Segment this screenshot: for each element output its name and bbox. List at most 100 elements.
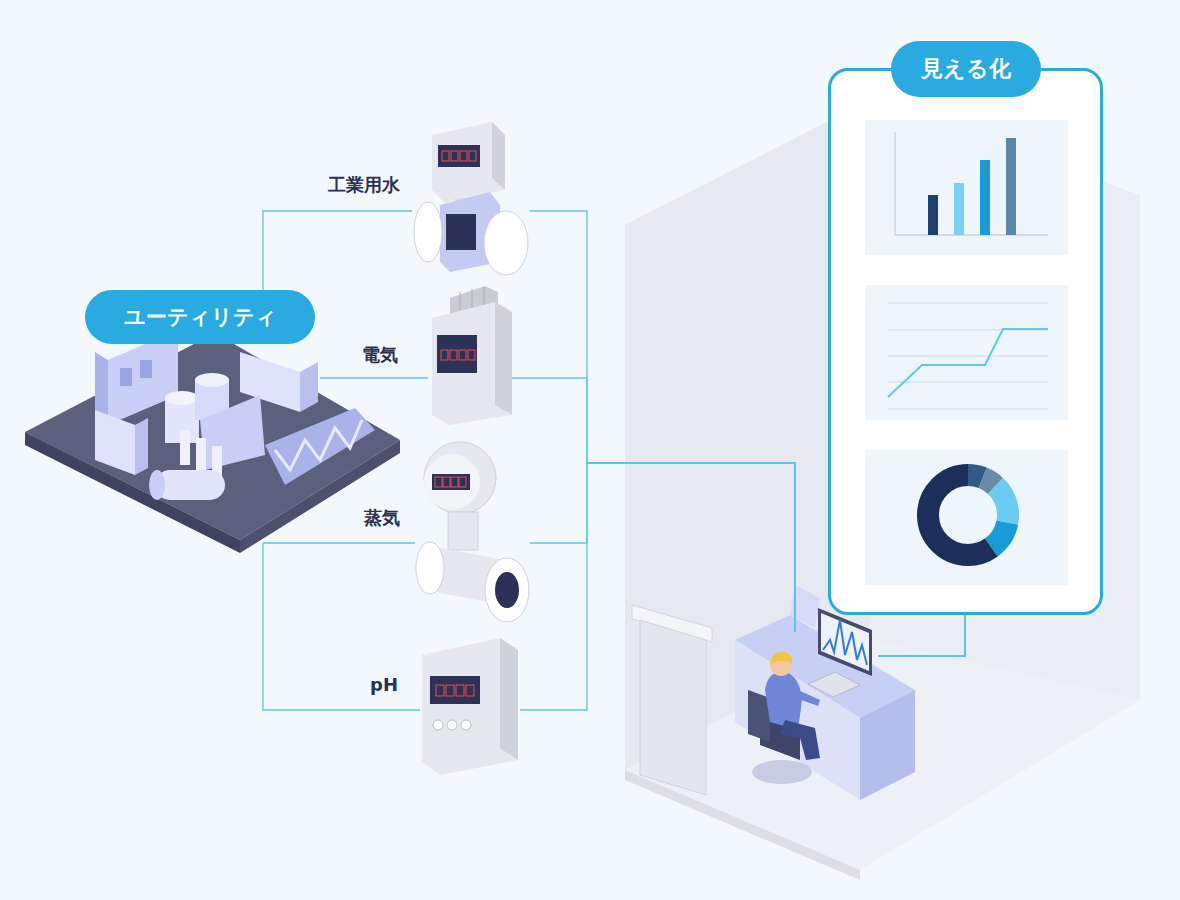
utility-plant-part bbox=[165, 391, 199, 405]
steam-meter-illustration-part bbox=[451, 477, 458, 487]
connector-line bbox=[530, 463, 965, 656]
ph-meter-illustration-part bbox=[436, 685, 444, 696]
dashboard-panel-part bbox=[928, 475, 1008, 555]
water-meter-illustration-part bbox=[484, 211, 528, 275]
dashboard-panel-part bbox=[1006, 138, 1016, 235]
desk-part bbox=[860, 690, 915, 800]
operator-part bbox=[752, 760, 812, 784]
water-meter-illustration-part bbox=[432, 122, 505, 203]
steam-meter-illustration-part bbox=[416, 542, 444, 594]
dashboard-panel-part bbox=[928, 475, 1008, 555]
ph-meter-illustration-part bbox=[422, 638, 518, 775]
water-meter-illustration-part bbox=[460, 151, 467, 161]
water-meter-illustration-part bbox=[446, 214, 476, 250]
utility-plant-part bbox=[95, 410, 135, 475]
power-meter-illustration-part bbox=[450, 350, 457, 360]
dashboard-panel-part bbox=[954, 183, 964, 235]
utility-plant-part bbox=[120, 368, 132, 386]
water-meter-illustration bbox=[414, 122, 528, 275]
monitor bbox=[808, 608, 872, 697]
utility-plant bbox=[25, 330, 400, 553]
power-meter-illustration-part bbox=[468, 350, 475, 360]
dashboard-panel-part bbox=[828, 68, 1103, 615]
meter-label: 蒸気 bbox=[364, 505, 400, 531]
room-part bbox=[625, 770, 860, 880]
water-meter-illustration-part bbox=[442, 151, 449, 161]
dashboard-panel-part bbox=[928, 475, 1008, 555]
dashboard-panel-part bbox=[865, 120, 1068, 255]
connector-line bbox=[263, 211, 412, 290]
ph-meter-illustration-part bbox=[456, 685, 464, 696]
dashboard-panel-part bbox=[928, 475, 1008, 555]
utility-plant-part bbox=[275, 420, 362, 470]
utility-plant-part bbox=[195, 373, 229, 387]
operator bbox=[748, 652, 820, 784]
dashboard-panel-part bbox=[895, 132, 1048, 235]
dashboard-panel-part bbox=[865, 285, 1068, 420]
ph-meter-illustration-part bbox=[461, 720, 471, 730]
connector-line bbox=[530, 211, 965, 656]
pill-label: ユーティリティ bbox=[124, 303, 277, 331]
steam-meter-illustration-part bbox=[459, 477, 466, 487]
connector-line bbox=[320, 377, 428, 378]
operator-part bbox=[765, 672, 802, 730]
pill-label: 見える化 bbox=[921, 54, 1011, 84]
power-meter-illustration-part bbox=[441, 350, 448, 360]
ph-meter-illustration-part bbox=[430, 676, 480, 704]
power-meter-illustration-part bbox=[459, 350, 466, 360]
steam-meter: 蒸気 bbox=[415, 440, 530, 625]
steam-meter-illustration-part bbox=[424, 454, 480, 510]
steam-meter-illustration-part bbox=[424, 442, 496, 514]
dashboard-panel-part bbox=[888, 329, 1048, 397]
desk bbox=[735, 585, 915, 800]
meter-label: pH bbox=[370, 672, 398, 698]
power-meter-illustration-part bbox=[432, 302, 512, 425]
operator-part bbox=[780, 720, 820, 760]
water-meter-illustration-part bbox=[414, 202, 442, 262]
ph-meter-illustration-part bbox=[500, 638, 518, 760]
label-pill: 見える化 bbox=[891, 41, 1041, 97]
dashboard-panel-part bbox=[888, 409, 1048, 410]
water-meter-illustration-part bbox=[492, 122, 505, 190]
utility-plant-part bbox=[155, 470, 225, 500]
steam-meter-illustration-part bbox=[432, 474, 470, 490]
power-meter-illustration-part bbox=[495, 302, 512, 415]
ph-meter-illustration-part bbox=[446, 685, 454, 696]
door bbox=[632, 605, 712, 795]
steam-meter-illustration-part bbox=[443, 477, 450, 487]
utility-plant-part bbox=[180, 430, 190, 465]
meter-label: 工業用水 bbox=[328, 172, 400, 198]
room bbox=[625, 100, 1140, 880]
monitor-part bbox=[823, 620, 867, 665]
operator-part bbox=[796, 690, 820, 706]
dashboard-panel-part bbox=[980, 160, 990, 235]
label-pill: ユーティリティ bbox=[85, 290, 315, 344]
dashboard-panel-part bbox=[888, 303, 1048, 304]
connector-line bbox=[263, 543, 420, 710]
dashboard-panel-part bbox=[928, 475, 1008, 555]
ph-meter: pH bbox=[420, 635, 520, 780]
utility-plant-part bbox=[196, 438, 206, 473]
steam-meter-illustration bbox=[416, 442, 529, 622]
monitor-part bbox=[821, 613, 869, 671]
utility-plant-part bbox=[300, 362, 318, 412]
dashboard-panel bbox=[828, 68, 1103, 615]
utility-plant-part bbox=[149, 470, 165, 500]
dashboard-panel-part bbox=[928, 195, 938, 235]
dashboard-panel-part bbox=[888, 382, 1048, 383]
monitor-part bbox=[808, 672, 860, 697]
connector-line bbox=[263, 542, 415, 543]
dashboard-panel-part bbox=[865, 450, 1068, 585]
water-meter-illustration-part bbox=[438, 145, 480, 167]
utility-plant-part bbox=[200, 395, 265, 470]
door-part bbox=[640, 620, 706, 795]
power-meter-illustration bbox=[432, 286, 512, 425]
dashboard-panel-part bbox=[928, 475, 1008, 555]
power-meter-illustration-part bbox=[437, 335, 477, 373]
power-meter: 電気 bbox=[428, 285, 512, 420]
ph-meter-illustration-part bbox=[447, 720, 457, 730]
ph-meter-illustration-part bbox=[466, 685, 474, 696]
